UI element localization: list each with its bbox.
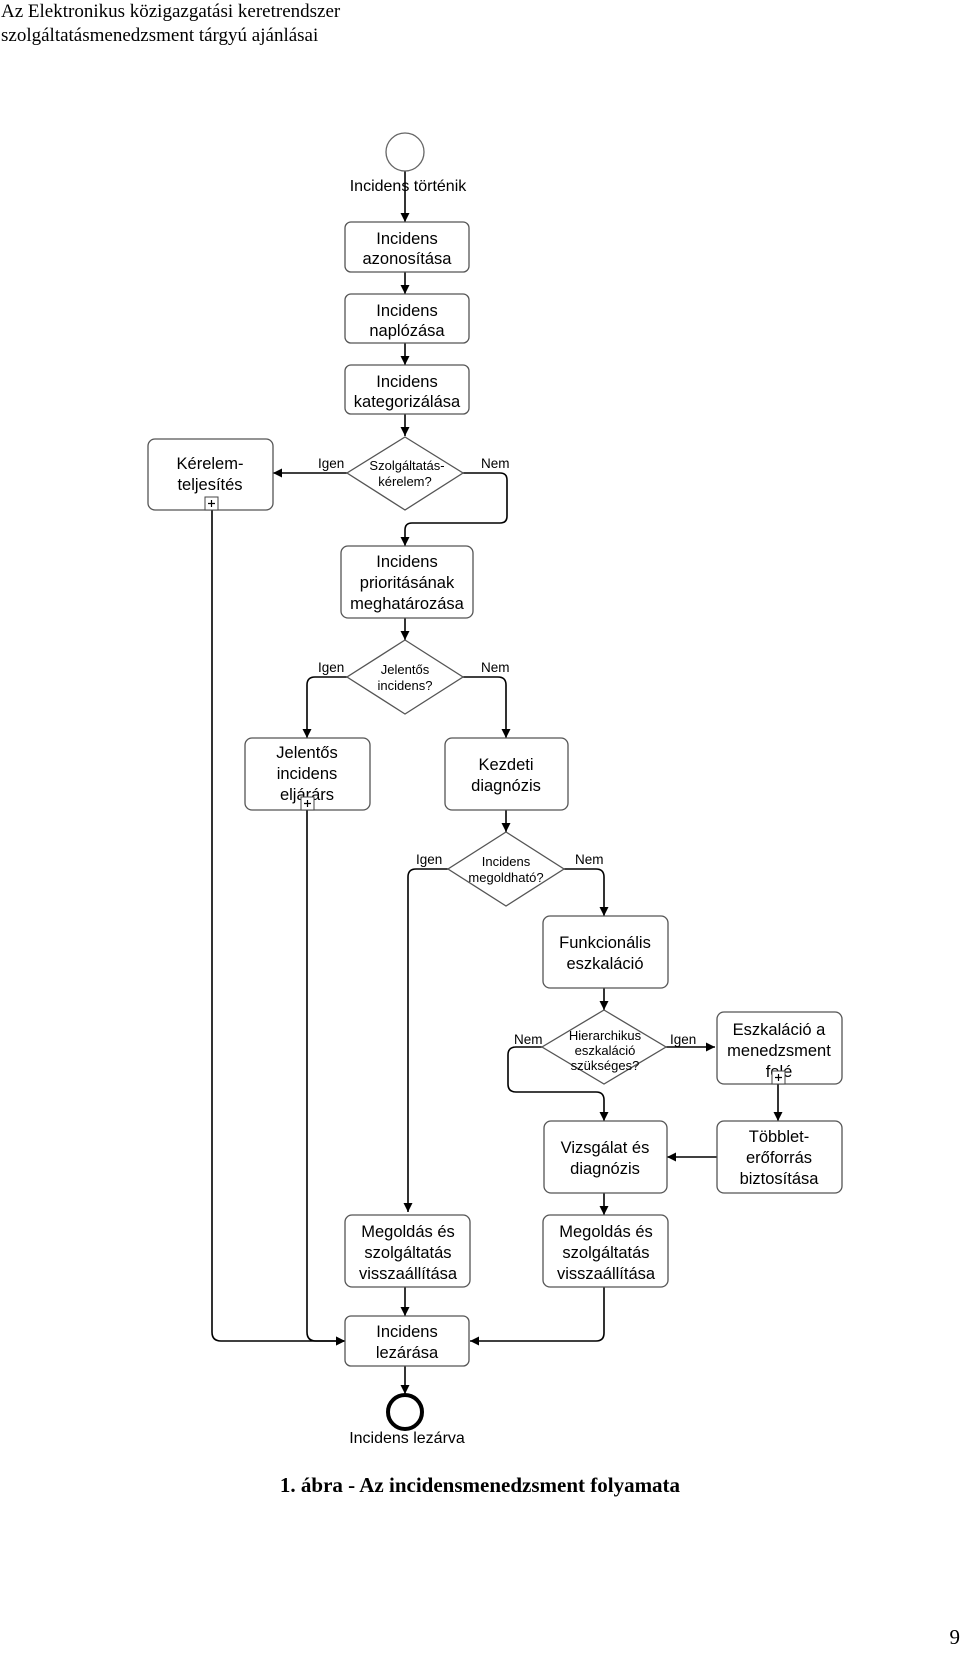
gateway-hierarchikus: Hierarchikus eszkaláció szükséges? [540, 1009, 668, 1085]
gateway-hierarchikus-line-3: szükséges? [571, 1058, 640, 1073]
task-funkcionalis-line-1: Funkcionális [559, 934, 651, 952]
start-event-label: Incidens történik [350, 178, 468, 195]
task-lezaras-line-2: lezárása [376, 1344, 439, 1362]
task-vizsgalat-line-1: Vizsgálat és [561, 1139, 650, 1157]
header-line-2: szolgáltatásmenedzsment tárgyú ajánlásai [1, 25, 319, 46]
label-szolg-yes: Igen [318, 456, 344, 471]
task-prioritas-line-1: Incidens [376, 553, 437, 571]
task-eszkalacio-menedzsment: Eszkaláció a menedzsment felé [716, 1011, 843, 1085]
incident-management-flowchart: Igen Nem Igen Nem Igen Nem Igen Nem Inci… [147, 132, 843, 1447]
task-azonositas-line-1: Incidens [376, 230, 437, 248]
edge-keremteljesites-to-lezaras [211, 510, 345, 1346]
task-megoldas-2-line-3: visszaállítása [557, 1265, 656, 1283]
task-tobblet-line-2: erőforrás [746, 1149, 812, 1167]
task-kezdeti-line-2: diagnózis [471, 777, 541, 795]
figure-caption: 1. ábra - Az incidensmenedzsment folyama… [279, 1473, 681, 1497]
edge-labels: Igen Nem Igen Nem Igen Nem Igen Nem [318, 456, 696, 1047]
document-header: Az Elektronikus közigazgatási keretrends… [1, 0, 340, 48]
label-szolg-no: Nem [481, 456, 510, 471]
gateway-jelentos-line-2: incidens? [378, 678, 433, 693]
edge-jelentos-no [463, 676, 511, 738]
gateway-szolg-line-1: Szolgáltatás- [369, 458, 444, 473]
task-eszkalacio-line-2: menedzsment [727, 1042, 831, 1060]
subprocess-marker-icon [208, 500, 215, 507]
task-funkcionalis: Funkcionális eszkaláció [542, 915, 669, 989]
task-jelentos-eljaras-line-2: incidens [277, 765, 338, 783]
task-vizsgalat: Vizsgálat és diagnózis [543, 1120, 668, 1194]
task-funkcionalis-line-2: eszkaláció [566, 955, 643, 973]
label-hierarchikus-yes: Igen [670, 1032, 696, 1047]
header-line-1: Az Elektronikus közigazgatási keretrends… [1, 1, 341, 22]
task-naplozas-line-1: Incidens [376, 302, 437, 320]
task-kezdeti: Kezdeti diagnózis [444, 737, 569, 811]
subprocess-marker-icon [775, 1074, 782, 1081]
task-lezaras-line-1: Incidens [376, 1323, 437, 1341]
task-kategorizalas-line-1: Incidens [376, 373, 437, 391]
task-azonositas-line-2: azonosítása [363, 250, 453, 268]
task-prioritas-line-2: prioritásának [360, 574, 455, 592]
gateway-megoldhato-line-1: Incidens [482, 854, 531, 869]
label-jelentos-yes: Igen [318, 660, 344, 675]
task-megoldas-1-line-1: Megoldás és [361, 1223, 455, 1241]
task-megoldas-1: Megoldás és szolgáltatás visszaállítása [344, 1214, 471, 1288]
task-megoldas-2: Megoldás és szolgáltatás visszaállítása [542, 1214, 669, 1288]
task-tobblet-line-3: biztosítása [740, 1170, 820, 1188]
task-keremteljesites-line-2: teljesítés [177, 476, 242, 494]
label-megoldhato-yes: Igen [416, 852, 442, 867]
flow-edges [211, 170, 783, 1394]
task-megoldas-1-line-2: szolgáltatás [364, 1244, 451, 1262]
task-kezdeti-line-1: Kezdeti [478, 756, 533, 774]
task-naplozas-line-2: naplózása [369, 322, 445, 340]
task-kategorizalas: Incidens kategorizálása [344, 364, 470, 415]
task-kategorizalas-line-2: kategorizálása [354, 393, 461, 411]
task-azonositas: Incidens azonosítása [344, 221, 470, 273]
label-hierarchikus-no: Nem [514, 1032, 543, 1047]
task-vizsgalat-line-2: diagnózis [570, 1160, 640, 1178]
edge-megoldas2-to-lezaras [470, 1287, 605, 1346]
task-keremteljesites: Kérelem- teljesítés [147, 438, 274, 511]
task-prioritas: Incidens prioritásának meghatározása [340, 545, 474, 619]
task-jelentos-eljaras-line-1: Jelentős [276, 744, 337, 762]
page-number: 9 [949, 1625, 960, 1649]
gateway-megoldhato: Incidens megoldható? [446, 831, 566, 907]
task-tobblet-line-1: Többlet- [749, 1128, 810, 1146]
end-event [386, 1393, 424, 1431]
task-lezaras: Incidens lezárása [344, 1315, 470, 1367]
subprocess-marker-icon [304, 800, 311, 807]
task-prioritas-line-3: meghatározása [350, 595, 465, 613]
gateway-jelentos-incidens: Jelentős incidens? [345, 639, 465, 715]
gateway-hierarchikus-line-2: eszkaláció [575, 1043, 636, 1058]
task-naplozas: Incidens naplózása [344, 293, 470, 344]
task-keremteljesites-line-1: Kérelem- [177, 455, 244, 473]
gateway-szolgaltataskerelem: Szolgáltatás- kérelem? [345, 436, 465, 511]
label-megoldhato-no: Nem [575, 852, 604, 867]
gateway-szolg-line-2: kérelem? [378, 474, 431, 489]
gateway-megoldhato-line-2: megoldható? [468, 870, 543, 885]
edge-megoldhato-yes [403, 868, 448, 1212]
gateway-hierarchikus-line-1: Hierarchikus [569, 1028, 642, 1043]
gateway-jelentos-line-1: Jelentős [381, 662, 430, 677]
edge-jelentos-eljaras-to-lezaras [306, 810, 345, 1346]
task-tobblet: Többlet- erőforrás biztosítása [716, 1120, 843, 1194]
task-megoldas-1-line-3: visszaállítása [359, 1265, 458, 1283]
task-megoldas-2-line-1: Megoldás és [559, 1223, 653, 1241]
edge-szolg-no [400, 472, 508, 546]
edge-megoldhato-no [564, 868, 609, 916]
task-jelentos-eljaras: Jelentős incidens eljárárs [244, 737, 371, 811]
end-event-label: Incidens lezárva [349, 1430, 465, 1447]
start-event [385, 132, 425, 172]
edge-jelentos-yes [302, 676, 347, 738]
task-megoldas-2-line-2: szolgáltatás [562, 1244, 649, 1262]
edge-hierarchikus-no [507, 1046, 609, 1121]
task-jelentos-eljaras-line-3: eljárárs [280, 786, 334, 804]
label-jelentos-no: Nem [481, 660, 510, 675]
task-eszkalacio-line-1: Eszkaláció a [733, 1021, 826, 1039]
